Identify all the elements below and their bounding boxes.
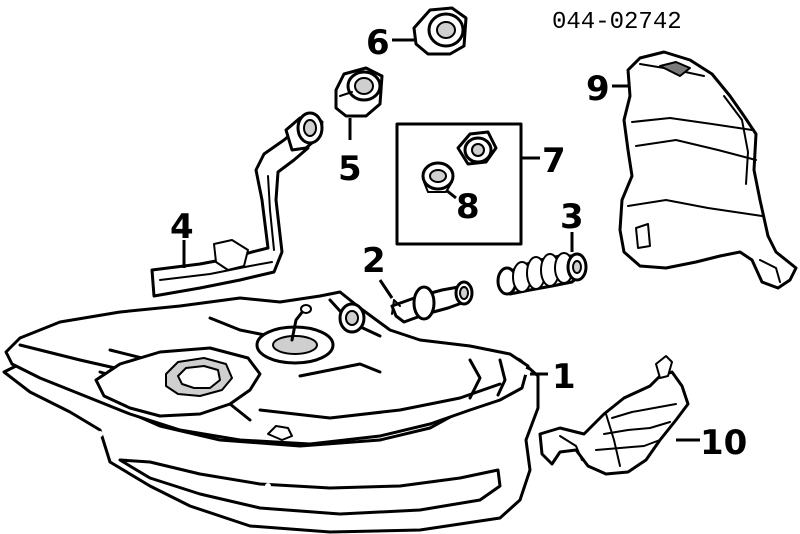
diagram-code: 044-02742 [552,9,682,36]
part-1-fuel-tank [2,290,540,534]
callout-2: 2 [362,241,386,281]
callout-3: 3 [560,197,584,237]
leader-2 [378,279,394,299]
part-4-filler-pipe [150,111,324,298]
callout-9: 9 [586,69,610,109]
part-7-seal-kit [395,122,523,246]
part-2-fitting [390,280,474,324]
callout-4: 4 [170,207,194,247]
part-9-heat-shield [618,50,798,290]
callout-7: 7 [542,141,566,181]
callout-8: 8 [456,187,480,227]
leader-8 [445,188,457,200]
callout-1: 1 [552,357,576,397]
part-10-heat-shield [538,355,690,476]
callout-10: 10 [700,423,747,463]
part-3-hose [496,252,588,296]
part-6-cap-seal [412,6,468,56]
callout-6: 6 [366,23,390,63]
part-5-grommet [334,66,384,118]
part-8-o-ring [421,161,455,193]
callout-5: 5 [338,149,362,189]
